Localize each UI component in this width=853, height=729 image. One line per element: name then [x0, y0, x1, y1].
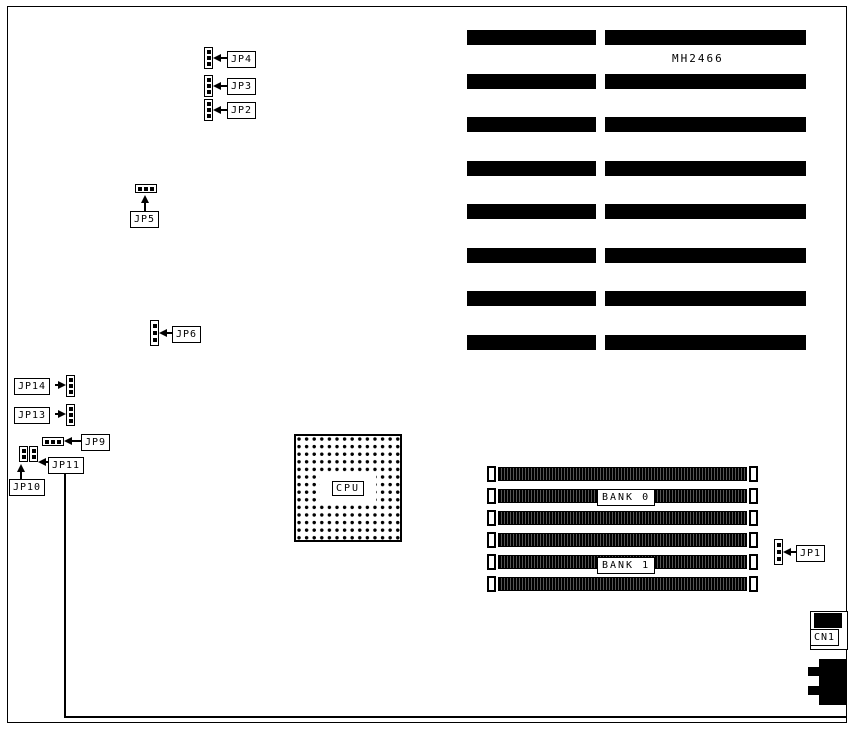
bank1-label: BANK 1 — [597, 557, 656, 574]
arrow-line — [220, 85, 227, 87]
keyboard-connector-tab — [808, 667, 820, 676]
arrow-left-icon — [213, 106, 221, 114]
jumper-jp11-pins — [29, 446, 38, 462]
isa-slot — [467, 74, 596, 89]
simm-clip — [749, 532, 758, 548]
simm-bar — [498, 511, 747, 525]
arrow-left-icon — [783, 548, 791, 556]
model-label: MH2466 — [672, 52, 724, 65]
isa-slot — [467, 117, 596, 132]
jumper-jp2-pins — [204, 99, 213, 121]
cpu-center: CPU — [320, 472, 376, 504]
isa-slot — [467, 291, 596, 306]
keyboard-connector-body — [819, 659, 847, 705]
jumper-jp6-label: JP6 — [172, 326, 202, 343]
arrow-right-icon — [58, 381, 66, 389]
isa-slot — [605, 248, 806, 263]
arrow-line — [220, 109, 227, 111]
arrow-left-icon — [159, 329, 167, 337]
trace-line-vertical — [64, 473, 66, 718]
arrow-up-icon — [141, 195, 149, 203]
isa-slot — [467, 30, 596, 45]
arrow-line — [144, 202, 146, 211]
simm-clip — [487, 532, 496, 548]
jumper-jp10-label: JP10 — [9, 479, 46, 496]
simm-bar — [498, 577, 747, 591]
jumper-jp3-label: JP3 — [227, 78, 257, 95]
simm-slot — [487, 510, 758, 526]
jumper-jp1-pins — [774, 539, 783, 565]
arrow-line — [166, 332, 172, 334]
simm-clip — [749, 576, 758, 592]
isa-slot — [605, 291, 806, 306]
simm-clip — [487, 576, 496, 592]
jumper-jp3-pins — [204, 75, 213, 97]
jumper-jp5-label: JP5 — [130, 211, 160, 228]
jumper-jp6-pins — [150, 320, 159, 346]
isa-slot — [467, 248, 596, 263]
jumper-jp4-label: JP4 — [227, 51, 257, 68]
jumper-jp14-pins — [66, 375, 75, 397]
simm-clip — [749, 554, 758, 570]
isa-slot — [605, 335, 806, 350]
keyboard-connector — [808, 659, 847, 705]
trace-line-horizontal — [64, 716, 846, 718]
cn1-label: CN1 — [810, 629, 840, 646]
isa-slot — [605, 117, 806, 132]
jumper-jp14-label: JP14 — [14, 378, 51, 395]
arrow-line — [55, 413, 59, 415]
jumper-jp13-label: JP13 — [14, 407, 51, 424]
jumper-jp5-pins — [135, 184, 157, 193]
arrow-left-icon — [213, 54, 221, 62]
isa-slot — [467, 161, 596, 176]
board-outline — [7, 6, 847, 723]
isa-slot — [605, 204, 806, 219]
arrow-line — [790, 551, 796, 553]
arrow-line — [45, 461, 48, 463]
arrow-line — [220, 57, 227, 59]
simm-slot — [487, 532, 758, 548]
arrow-line — [71, 440, 81, 442]
jumper-jp4-pins — [204, 47, 213, 69]
isa-slot — [605, 74, 806, 89]
jumper-jp1-label: JP1 — [796, 545, 826, 562]
cn1-connector-body — [814, 613, 842, 628]
bank0-label: BANK 0 — [597, 489, 656, 506]
cpu-socket: CPU — [294, 434, 402, 542]
cpu-label: CPU — [331, 480, 365, 496]
arrow-up-icon — [17, 464, 25, 472]
isa-slot — [605, 161, 806, 176]
keyboard-connector-tab — [808, 686, 820, 695]
isa-slot — [467, 335, 596, 350]
arrow-left-icon — [38, 458, 46, 466]
simm-clip — [749, 466, 758, 482]
simm-clip — [487, 554, 496, 570]
jumper-jp9-label: JP9 — [81, 434, 111, 451]
simm-clip — [487, 488, 496, 504]
isa-slot — [467, 204, 596, 219]
simm-bar — [498, 533, 747, 547]
simm-slot — [487, 466, 758, 482]
simm-clip — [749, 510, 758, 526]
simm-clip — [749, 488, 758, 504]
isa-slot — [605, 30, 806, 45]
simm-clip — [487, 510, 496, 526]
jumper-jp11-label: JP11 — [48, 457, 85, 474]
arrow-left-icon — [213, 82, 221, 90]
arrow-right-icon — [58, 410, 66, 418]
simm-slot — [487, 576, 758, 592]
jumper-jp9-pins — [42, 437, 64, 446]
arrow-line — [20, 471, 22, 479]
jumper-jp13-pins — [66, 404, 75, 426]
jumper-jp2-label: JP2 — [227, 102, 257, 119]
arrow-line — [55, 384, 59, 386]
arrow-left-icon — [64, 437, 72, 445]
simm-clip — [487, 466, 496, 482]
simm-bar — [498, 467, 747, 481]
jumper-jp10-pins — [19, 446, 28, 462]
